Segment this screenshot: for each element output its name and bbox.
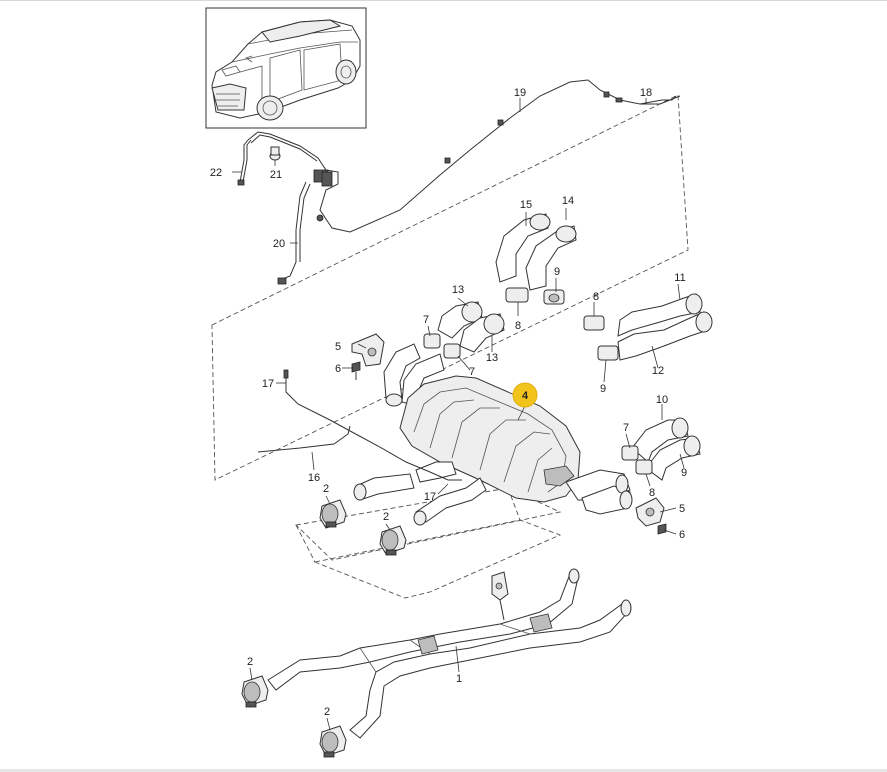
callout-labels: 19 18 22 21 20 15 14 9 8 13 13 7 7 5 6 8… <box>210 87 687 718</box>
callout-14[interactable]: 14 <box>562 195 574 207</box>
callout-2-b[interactable]: 2 <box>383 511 389 523</box>
bracket-right <box>635 497 667 535</box>
callout-8-right[interactable]: 8 <box>593 291 599 303</box>
callout-16[interactable]: 16 <box>308 472 320 484</box>
callout-21[interactable]: 21 <box>270 169 282 181</box>
sensor-wiring <box>237 79 681 285</box>
callout-8-lower[interactable]: 8 <box>649 487 655 499</box>
vehicle-thumbnail <box>205 7 367 129</box>
callout-7-mid[interactable]: 7 <box>469 366 475 378</box>
clamps-2 <box>241 499 407 758</box>
callout-9-right[interactable]: 9 <box>600 383 606 395</box>
callout-8-top[interactable]: 8 <box>515 320 521 332</box>
callout-2-a[interactable]: 2 <box>323 483 329 495</box>
tailpipe-pair-14-15 <box>495 213 577 305</box>
callout-22[interactable]: 22 <box>210 167 222 179</box>
callout-leaders <box>232 98 685 731</box>
callout-5-right[interactable]: 5 <box>679 503 685 515</box>
callout-9-lower[interactable]: 9 <box>681 467 687 479</box>
bracket-left <box>351 333 385 380</box>
callout-13-bottom[interactable]: 13 <box>486 352 498 364</box>
callout-11[interactable]: 11 <box>674 272 685 284</box>
callout-17-bottom[interactable]: 17 <box>424 491 436 503</box>
callout-17-left[interactable]: 17 <box>262 378 274 390</box>
callout-6-left[interactable]: 6 <box>335 363 341 375</box>
callout-6-right[interactable]: 6 <box>679 529 685 541</box>
callout-2-c[interactable]: 2 <box>247 656 253 668</box>
callout-12[interactable]: 12 <box>652 365 664 377</box>
tailpipe-pair-13 <box>423 301 505 359</box>
top-border <box>0 0 887 1</box>
callout-1[interactable]: 1 <box>456 673 462 685</box>
callout-20[interactable]: 20 <box>273 238 285 250</box>
callout-4[interactable]: 4 <box>522 390 529 402</box>
rear-muffler <box>257 343 701 526</box>
callout-15[interactable]: 15 <box>520 199 532 211</box>
callout-2-d[interactable]: 2 <box>324 706 330 718</box>
callout-7-right[interactable]: 7 <box>623 422 629 434</box>
intermediate-pipe <box>267 473 632 739</box>
callout-5-left[interactable]: 5 <box>335 341 341 353</box>
callout-10[interactable]: 10 <box>656 394 668 406</box>
callout-19[interactable]: 19 <box>514 87 526 99</box>
callout-9-top[interactable]: 9 <box>554 266 560 278</box>
bottom-border <box>0 769 887 772</box>
callout-13-top[interactable]: 13 <box>452 284 464 296</box>
assembly-outline-boxes <box>211 94 689 599</box>
callout-7-left[interactable]: 7 <box>423 314 429 326</box>
callout-18[interactable]: 18 <box>640 87 652 99</box>
callout-4-highlight[interactable]: 4 <box>512 382 538 408</box>
tailpipe-pair-11-12 <box>583 293 713 361</box>
